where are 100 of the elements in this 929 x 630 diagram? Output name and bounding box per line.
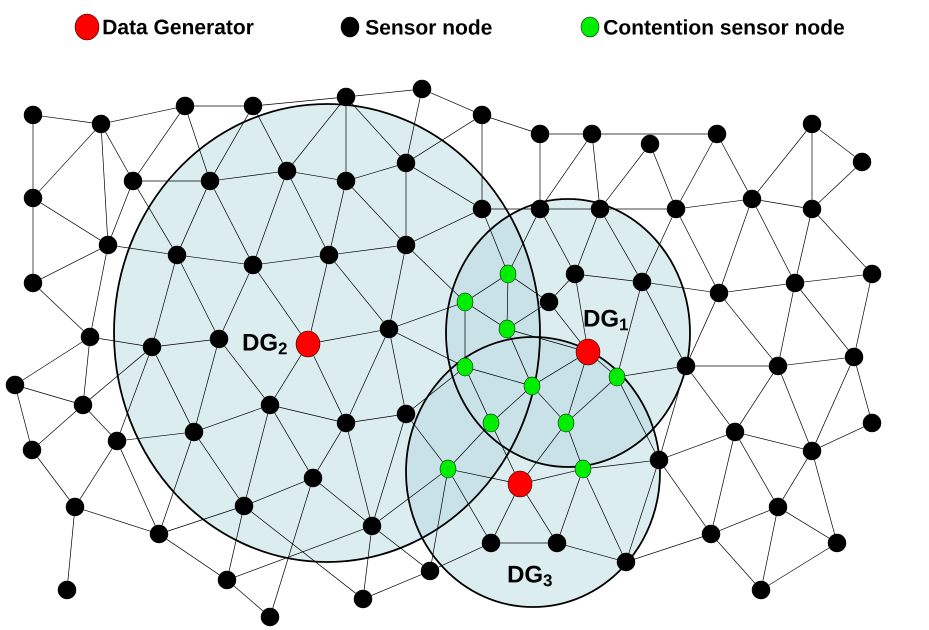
sensor-node	[24, 188, 42, 208]
link-line	[756, 206, 792, 276]
sensor-node	[666, 200, 686, 218]
link-line	[313, 355, 342, 416]
node-label: DG$_{1}$	[582, 308, 630, 332]
sensor-node	[320, 246, 338, 264]
link-line	[628, 468, 656, 554]
link-line	[814, 460, 835, 534]
link-line	[17, 394, 30, 442]
link-line	[348, 432, 370, 518]
sensor-node	[650, 450, 668, 470]
sensor-node	[530, 200, 550, 218]
link-line	[111, 189, 130, 237]
link-line	[592, 142, 600, 200]
link-line	[568, 431, 580, 461]
sensor-node	[632, 272, 652, 292]
sensor-node	[640, 134, 660, 154]
link-line	[138, 113, 180, 174]
link-line	[83, 509, 151, 532]
link-line	[188, 114, 208, 173]
sensor-node	[150, 524, 168, 544]
node-label: DG$_{2}$	[241, 332, 289, 356]
link-line	[317, 430, 342, 470]
link-line	[740, 373, 774, 425]
link-line	[472, 368, 524, 384]
link-line	[278, 406, 338, 422]
sensor-node	[168, 246, 186, 264]
link-line	[412, 372, 459, 409]
link-line	[768, 548, 830, 586]
link-line	[586, 476, 622, 554]
link-line	[160, 340, 210, 346]
link-line	[180, 189, 207, 247]
link-line	[781, 374, 809, 443]
link-line	[722, 207, 750, 285]
link-line	[782, 458, 808, 500]
sensor-node	[702, 524, 720, 544]
link-line	[352, 187, 400, 239]
link-line	[494, 495, 515, 536]
link-line	[274, 354, 302, 398]
link-line	[664, 467, 706, 527]
link-line	[804, 274, 864, 282]
sensor-node	[590, 200, 610, 218]
link-line	[721, 142, 748, 192]
link-line	[728, 284, 786, 292]
link-line	[716, 540, 756, 584]
link-line	[354, 90, 414, 96]
link-line	[653, 152, 673, 201]
link-line	[320, 483, 366, 521]
link-line	[235, 528, 364, 578]
sensor-node	[24, 106, 42, 124]
link-line	[22, 342, 83, 380]
sensor-node	[218, 570, 236, 590]
link-line	[379, 474, 442, 521]
contention-node	[500, 264, 516, 284]
link-line	[137, 188, 173, 248]
link-line	[667, 434, 727, 458]
link-line	[566, 545, 618, 560]
link-line	[116, 246, 168, 254]
link-line	[584, 274, 634, 282]
link-line	[624, 367, 678, 376]
link-line	[452, 476, 487, 536]
sensor-node	[336, 172, 356, 190]
sensor-node	[260, 396, 280, 414]
link-line	[156, 354, 190, 424]
link-line	[506, 282, 508, 320]
sensor-node	[354, 590, 372, 608]
link-line	[272, 486, 311, 609]
link-line	[560, 477, 580, 535]
link-line	[527, 430, 562, 474]
sensor-node	[362, 516, 382, 536]
legend-label: Contention sensor node	[604, 19, 844, 35]
link-line	[680, 216, 716, 286]
sensor-node	[260, 608, 280, 626]
link-line	[256, 179, 284, 257]
link-line	[292, 104, 341, 164]
link-line	[84, 346, 90, 396]
link-line	[338, 246, 398, 254]
link-line	[350, 337, 386, 415]
link-line	[120, 355, 150, 433]
link-line	[198, 439, 240, 499]
sensor-node	[92, 114, 110, 134]
link-line	[228, 514, 242, 572]
sensor-node	[752, 580, 770, 600]
sensor-node	[802, 200, 822, 218]
link-line	[544, 216, 571, 266]
link-line	[532, 470, 576, 482]
link-line	[438, 546, 483, 568]
sensor-node	[862, 264, 882, 284]
link-line	[820, 426, 864, 448]
sensor-node	[24, 274, 42, 292]
sensor-node	[336, 88, 356, 106]
link-line	[554, 280, 570, 296]
link-line	[691, 373, 730, 425]
sensor-node	[74, 396, 92, 414]
link-line	[576, 282, 586, 340]
link-line	[514, 278, 542, 298]
link-line	[757, 130, 807, 192]
sensor-node	[548, 534, 566, 552]
link-line	[786, 358, 846, 366]
link-line	[634, 536, 703, 560]
